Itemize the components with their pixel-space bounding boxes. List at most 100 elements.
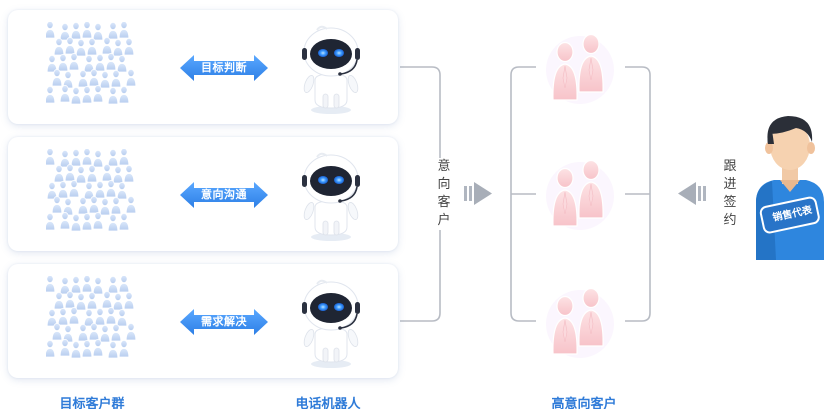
customer-figure [107,276,119,294]
customer-figure [118,149,130,166]
customer-figure [51,322,63,341]
customer-figure [110,196,122,215]
customer-figure [92,276,104,295]
customer-figure [107,213,119,232]
action-arrow-badge: 需求解决 [180,307,268,337]
customer-figure [123,164,135,183]
customer-figure [81,212,93,231]
customer-figure [101,163,113,182]
action-label: 目标判断 [201,61,247,74]
high-intent-customer-icon [546,159,614,230]
customer-figure [92,22,104,41]
customer-figure [86,291,98,310]
customer-figure [59,211,71,230]
follow-sign-label: 跟 进 签 约 [723,159,737,228]
customer-figure [46,212,56,231]
customer-figure [112,165,124,184]
customer-figure [81,339,93,358]
customer-figure [99,197,111,216]
customer-figure [57,180,69,199]
customer-figure [46,22,56,39]
customer-figure [116,181,128,200]
customer-crowd-icon [46,22,137,105]
robot-icon [302,279,360,368]
customer-figure [99,71,111,89]
customer-figure [86,164,98,183]
row-card-needs-solving: 需求解决 [8,264,398,378]
customer-figure [99,324,111,343]
customer-figure [88,195,100,214]
customer-figure [53,164,65,183]
customer-figure [70,340,82,359]
customer-crowd-icon [46,276,137,359]
customer-figure [77,196,89,215]
customer-figure [59,338,71,357]
customer-figure [123,38,135,56]
customer-figure [110,70,122,88]
customer-figure [107,149,119,167]
flow-arrow-right-icon [464,182,492,205]
customer-figure [68,53,80,71]
customer-figure [94,180,106,199]
customer-figure [70,87,82,105]
customer-figure [81,22,93,39]
high-intent-customers-label: 高意向客户 [551,397,617,409]
row-card-target-judgement: 目标判断 [8,10,398,124]
customer-figure [105,53,117,71]
customer-figure [59,85,71,103]
customer-figure [88,322,100,341]
double-arrow-icon [180,309,268,335]
customer-figure [64,163,76,182]
double-arrow-icon [180,182,268,208]
customer-figure [118,212,130,231]
customer-figure [51,195,63,214]
customer-figure [75,165,87,184]
customer-figure [70,276,82,294]
customer-figure [53,291,65,310]
customer-figure [107,87,119,105]
customer-figure [94,54,106,72]
customer-figure [81,86,93,104]
customer-figure [77,70,89,88]
customer-figure [118,276,130,293]
robot-icon [302,25,360,114]
customer-figure [64,37,76,55]
customer-figure [46,339,56,358]
customer-figure [68,179,80,198]
customer-figure [92,338,104,357]
customer-figure [57,307,69,326]
customer-figure [92,211,104,230]
customer-figure [57,54,69,72]
action-label: 需求解决 [201,315,247,328]
robot-icon [302,152,360,241]
customer-figure [46,86,56,104]
flow-arrow-left-icon [678,182,706,205]
customer-figure [101,37,113,55]
action-arrow-badge: 意向沟通 [180,180,268,210]
customer-figure [68,306,80,325]
customer-figure [125,69,137,87]
customer-figure [64,290,76,309]
customer-figure [116,308,128,327]
robot-label: 电话机器人 [295,397,361,409]
customer-figure [92,85,104,103]
customer-figure [77,323,89,342]
customer-figure [101,290,113,309]
double-arrow-icon [180,55,268,81]
customer-figure [46,276,56,293]
customer-figure [105,306,117,325]
intent-customers-label: 意 向 客 户 [436,158,452,230]
customer-crowd-icon [46,149,137,232]
customer-figure [118,22,130,39]
customer-figure [46,149,56,166]
customer-figure [125,322,137,341]
customer-figure [112,292,124,311]
customer-figure [118,86,130,104]
target-customers-label: 目标客户群 [59,397,125,409]
customer-figure [70,22,82,40]
customer-figure [105,179,117,198]
customer-figure [118,339,130,358]
customer-figure [123,291,135,310]
high-intent-customer-icon [546,33,614,104]
customer-figure [125,195,137,214]
